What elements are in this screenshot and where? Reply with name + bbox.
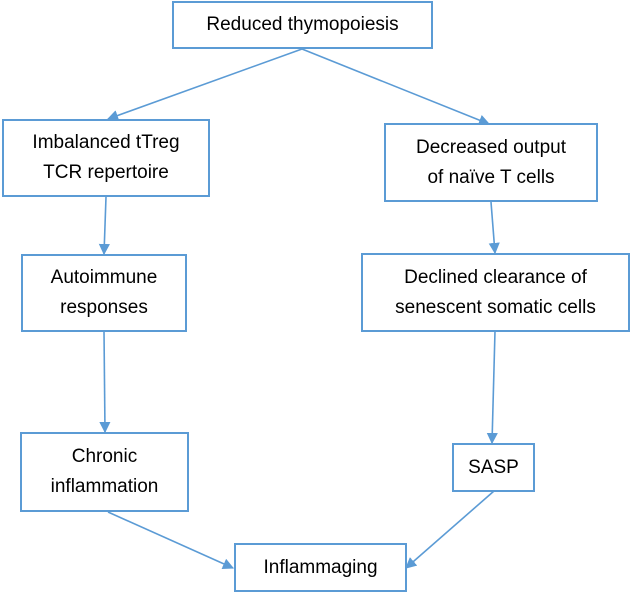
arrow-sasp-to-inflammaging xyxy=(405,490,495,569)
node-chronic-inflammation: Chronic inflammation xyxy=(20,432,189,512)
node-sasp: SASP xyxy=(452,443,535,492)
arrow-reduced-to-imbalanced xyxy=(106,48,303,121)
node-autoimmune-responses: Autoimmune responses xyxy=(21,254,187,332)
arrow-reduced-to-decreased xyxy=(301,48,491,126)
arrow-declined-to-sasp xyxy=(486,330,498,445)
node-reduced-thymopoiesis: Reduced thymopoiesis xyxy=(172,1,433,49)
arrow-imbalanced-to-autoimmune xyxy=(98,196,110,256)
node-inflammaging: Inflammaging xyxy=(234,543,407,592)
arrow-decreased-to-declined xyxy=(488,201,500,255)
node-declined-clearance: Declined clearance of senescent somatic … xyxy=(361,253,630,332)
node-imbalanced-ttreg: Imbalanced tTreg TCR repertoire xyxy=(2,119,210,197)
arrow-chronic-to-inflammaging xyxy=(107,511,235,569)
arrow-autoimmune-to-chronic xyxy=(99,330,111,434)
node-decreased-output: Decreased output of naïve T cells xyxy=(384,123,598,202)
